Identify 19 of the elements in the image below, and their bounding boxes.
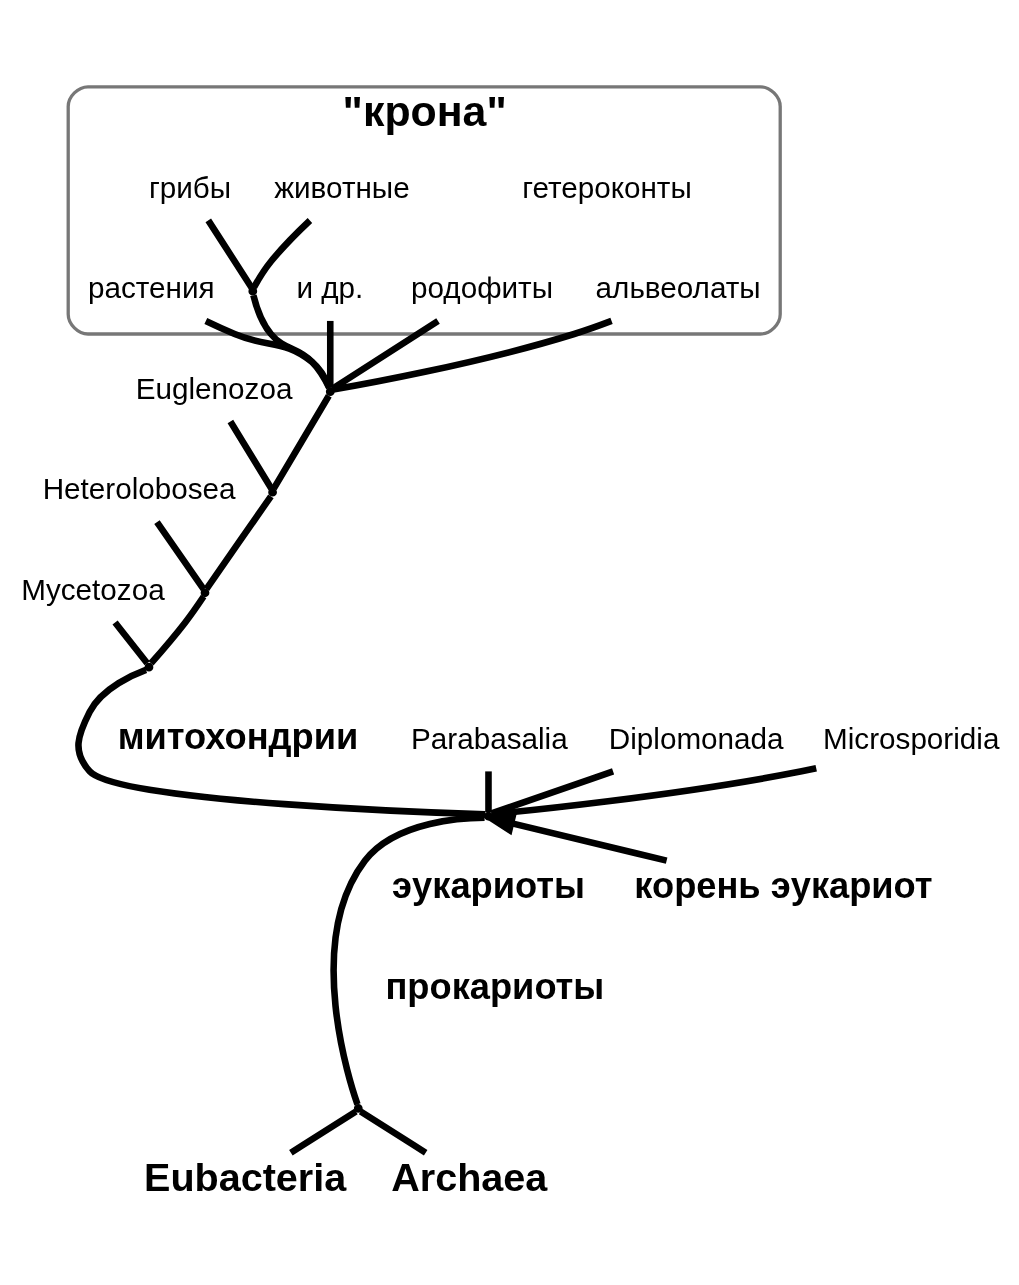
node-text: животные <box>274 170 410 204</box>
node-text: Microsporidia <box>823 721 1000 755</box>
node-text: Eubacteria <box>144 1154 347 1199</box>
node-text: Heterolobosea <box>42 471 236 505</box>
node-text: Archaea <box>391 1154 548 1199</box>
node-text: Euglenozoa <box>135 371 293 405</box>
node-text: Mycetozoa <box>21 572 165 606</box>
node-text: Diplomonada <box>608 721 784 755</box>
node-text: и др. <box>296 270 364 304</box>
label: митохондрии <box>117 715 359 757</box>
label: прокариоты <box>385 965 605 1007</box>
node-text: растения <box>87 270 215 304</box>
node-text: альвеолаты <box>595 270 761 304</box>
node-text: грибы <box>148 170 232 204</box>
node-text: родофиты <box>411 270 554 304</box>
node-text: корень эукариот <box>634 864 933 906</box>
node-text: гетероконты <box>522 170 692 204</box>
node-text: Parabasalia <box>411 721 568 755</box>
label: эукариоты <box>392 864 585 906</box>
